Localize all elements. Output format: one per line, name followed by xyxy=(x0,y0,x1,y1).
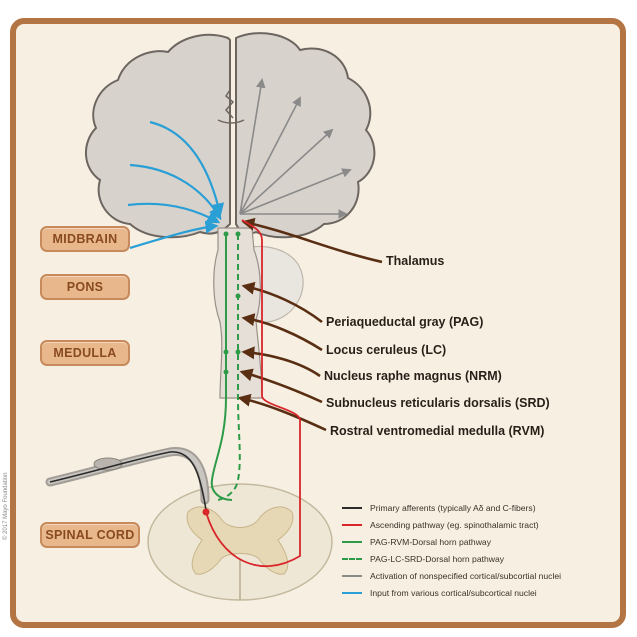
legend-item: Ascending pathway (eg. spinothalamic tra… xyxy=(342,519,539,531)
label-srd: Subnucleus reticularis dorsalis (SRD) xyxy=(326,396,550,410)
legend-label: Ascending pathway (eg. spinothalamic tra… xyxy=(370,520,539,530)
legend-label: Activation of nonspecified cortical/subc… xyxy=(370,571,561,581)
region-spinal-cord: SPINAL CORD xyxy=(40,522,140,548)
copyright-credit: © 2017 Mayo Foundation xyxy=(3,473,9,540)
label-thalamus: Thalamus xyxy=(386,254,444,268)
legend-item: PAG-RVM-Dorsal horn pathway xyxy=(342,536,491,548)
legend-swatch-green xyxy=(342,541,362,543)
legend-label: Input from various cortical/subcortical … xyxy=(370,588,537,598)
label-rvm: Rostral ventromedial medulla (RVM) xyxy=(330,424,544,438)
legend-label: PAG-LC-SRD-Dorsal horn pathway xyxy=(370,554,504,564)
region-pons: PONS xyxy=(40,274,130,300)
legend-item: Primary afferents (typically Aδ and C-fi… xyxy=(342,502,536,514)
legend-label: Primary afferents (typically Aδ and C-fi… xyxy=(370,503,536,513)
label-nrm: Nucleus raphe magnus (NRM) xyxy=(324,369,502,383)
legend-item: PAG-LC-SRD-Dorsal horn pathway xyxy=(342,553,504,565)
region-medulla: MEDULLA xyxy=(40,340,130,366)
legend-item: Activation of nonspecified cortical/subc… xyxy=(342,570,561,582)
legend-label: PAG-RVM-Dorsal horn pathway xyxy=(370,537,491,547)
legend-swatch-blue xyxy=(342,592,362,594)
brain-left-hemisphere xyxy=(86,35,230,237)
label-pag: Periaqueductal gray (PAG) xyxy=(326,315,483,329)
legend-swatch-red xyxy=(342,524,362,526)
region-midbrain: MIDBRAIN xyxy=(40,226,130,252)
label-lc: Locus ceruleus (LC) xyxy=(326,343,446,357)
legend-swatch-green-dashed xyxy=(342,558,362,560)
legend-swatch-black xyxy=(342,507,362,509)
dorsal-horn-synapse xyxy=(203,509,210,516)
legend-item: Input from various cortical/subcortical … xyxy=(342,587,537,599)
brainstem xyxy=(214,228,262,398)
legend-swatch-gray xyxy=(342,575,362,577)
